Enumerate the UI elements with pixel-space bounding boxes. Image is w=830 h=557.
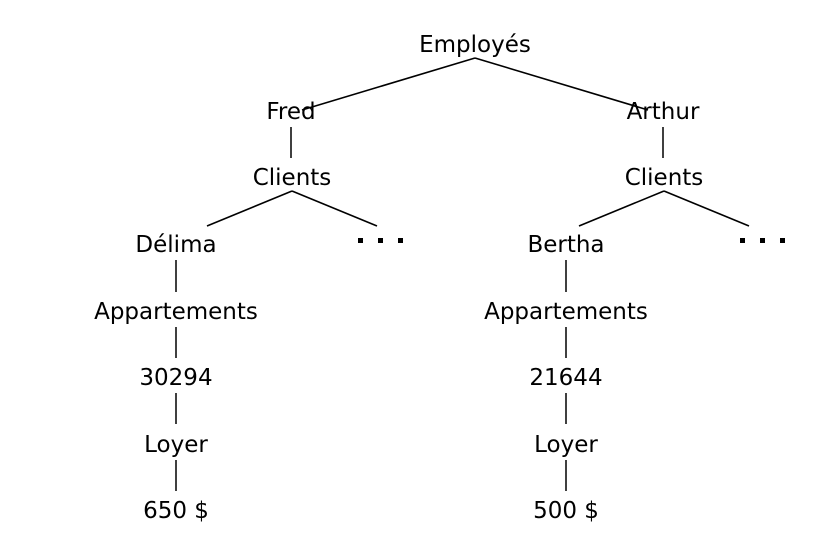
ellipsis-left bbox=[358, 238, 403, 243]
node-client-bertha: Bertha bbox=[527, 232, 604, 258]
node-employee-fred: Fred bbox=[266, 99, 315, 125]
node-collection-clients-left: Clients bbox=[253, 165, 332, 191]
node-apartment-id-left: 30294 bbox=[139, 365, 212, 391]
ellipsis-right bbox=[740, 238, 785, 243]
node-field-value-left: 650 $ bbox=[143, 498, 209, 524]
node-field-loyer-right: Loyer bbox=[534, 432, 598, 458]
edge-clients-to-delima bbox=[206, 190, 293, 227]
edge-root-to-fred bbox=[301, 57, 476, 111]
edge-root-to-arthur bbox=[474, 57, 649, 111]
node-apartment-id-right: 21644 bbox=[529, 365, 602, 391]
node-root-employes: Employés bbox=[419, 32, 531, 58]
edge-clients-to-ellipsis-left bbox=[291, 190, 378, 227]
edge-clients-to-ellipsis-right bbox=[663, 190, 750, 227]
node-subcollection-appartements-left: Appartements bbox=[94, 299, 258, 325]
edge-clients-to-bertha bbox=[578, 190, 665, 227]
node-collection-clients-right: Clients bbox=[625, 165, 704, 191]
node-client-delima: Délima bbox=[135, 232, 216, 258]
node-subcollection-appartements-right: Appartements bbox=[484, 299, 648, 325]
node-field-value-right: 500 $ bbox=[533, 498, 599, 524]
node-field-loyer-left: Loyer bbox=[144, 432, 208, 458]
node-employee-arthur: Arthur bbox=[627, 99, 700, 125]
